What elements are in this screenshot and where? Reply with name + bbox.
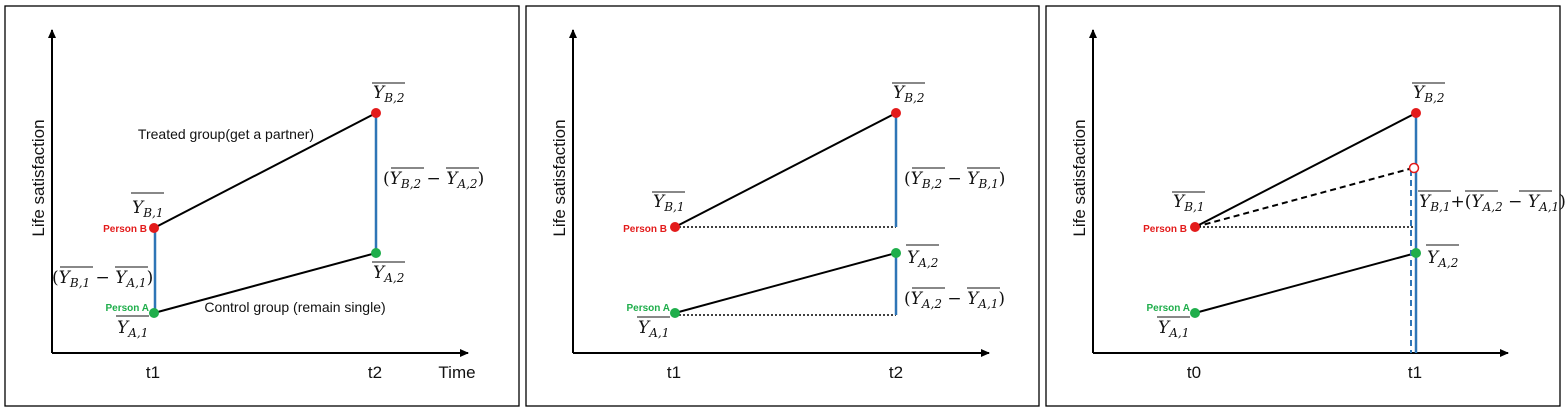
panel-frame [525, 5, 1040, 407]
person-b-t1-point [670, 222, 680, 232]
tick-left: t1 [146, 363, 160, 382]
svg-text:(YB,2 − YA,2): (YB,2 − YA,2) [383, 169, 484, 191]
person-a-label: Person A [105, 303, 149, 314]
formula-treated-change: (YB,2 − YB,1) [904, 167, 1005, 191]
symbol-yb2: YB,2 [1412, 82, 1445, 105]
formula-control-change: (YA,2 − YA,1) [904, 287, 1005, 311]
person-a-t1-point [670, 308, 680, 318]
person-b-t0-point [1190, 222, 1200, 232]
formula-counterfactual: YB,1+(YA,2 − YA,1) [1418, 190, 1566, 214]
treated-trend-line [1194, 112, 1417, 228]
tick-right: t1 [1408, 363, 1422, 382]
person-b-t2-point [371, 108, 381, 118]
symbol-ya1: YA,1 [116, 315, 149, 340]
control-trend-line [1194, 252, 1417, 314]
symbol-yb1: YB,1 [1172, 191, 1205, 214]
person-b-label: Person B [103, 224, 147, 235]
formula-post-difference: (YB,2 − YA,2) [383, 167, 484, 191]
svg-text:(YB,2 − YB,1): (YB,2 − YB,1) [904, 169, 1005, 191]
control-trend-line [674, 252, 897, 314]
person-a-label: Person A [626, 303, 670, 314]
counterfactual-point [1408, 162, 1420, 174]
person-a-label: Person A [1146, 303, 1190, 314]
symbol-ya2: YA,2 [906, 244, 939, 270]
x-axis-label: Time [438, 363, 475, 382]
person-a-t0-point [1190, 308, 1200, 318]
counterfactual-trend-line [1194, 167, 1414, 228]
svg-text:YB,2: YB,2 [373, 83, 405, 105]
svg-text:YB,1+(YA,2 − YA,1): YB,1+(YA,2 − YA,1) [1419, 192, 1566, 214]
control-group-label: Control group (remain single) [204, 299, 385, 315]
formula-pre-difference: (YB,1 − YA,1) [52, 266, 153, 290]
treated-trend-line [674, 112, 897, 228]
svg-text:YA,1: YA,1 [638, 318, 669, 340]
svg-text:YA,1: YA,1 [117, 318, 148, 340]
svg-text:YB,2: YB,2 [893, 83, 925, 105]
svg-text:YB,1: YB,1 [132, 198, 164, 220]
symbol-ya2: YA,2 [372, 261, 405, 285]
panel-frame [4, 5, 520, 407]
tick-left: t1 [667, 363, 681, 382]
panel-frame [1045, 5, 1561, 407]
person-b-t2-point [891, 108, 901, 118]
symbol-ya1: YA,1 [637, 316, 670, 340]
tick-right: t2 [889, 363, 903, 382]
svg-text:(YA,2 − YA,1): (YA,2 − YA,1) [904, 289, 1005, 311]
symbol-yb2: YB,2 [892, 82, 925, 105]
symbol-yb1: YB,1 [652, 191, 685, 214]
person-b-t1-point [149, 223, 159, 233]
tick-left: t0 [1187, 363, 1201, 382]
svg-text:YA,2: YA,2 [373, 263, 404, 285]
svg-text:YB,1: YB,1 [653, 192, 685, 214]
symbol-yb1: YB,1 [131, 192, 164, 220]
symbol-ya1: YA,1 [1157, 316, 1190, 340]
treated-group-label: Treated group(get a partner) [138, 126, 314, 142]
panel-3: Life satisfaction t0 t1 Person B Person … [1045, 5, 1566, 407]
treated-trend-line [153, 112, 377, 229]
person-b-label: Person B [623, 224, 667, 235]
person-a-t1-point [1411, 248, 1421, 258]
control-trend-line [153, 252, 377, 314]
svg-text:YA,2: YA,2 [1427, 248, 1458, 270]
svg-text:YB,1: YB,1 [1173, 192, 1205, 214]
person-a-t2-point [891, 248, 901, 258]
person-b-t1-point [1411, 108, 1421, 118]
svg-text:YB,2: YB,2 [1413, 83, 1445, 105]
panel-1: Life satisfaction t1 t2 Time Person B Pe… [4, 5, 520, 407]
symbol-ya2: YA,2 [1426, 244, 1459, 270]
svg-text:YA,1: YA,1 [1158, 318, 1189, 340]
panel-2: Life satisfaction t1 t2 Person B Person … [525, 5, 1040, 407]
y-axis-label: Life satisfaction [550, 119, 569, 236]
y-axis-label: Life satisfaction [29, 119, 48, 236]
symbol-yb2: YB,2 [372, 82, 405, 105]
svg-text:(YB,1 − YA,1): (YB,1 − YA,1) [52, 268, 153, 290]
person-b-label: Person B [1143, 224, 1187, 235]
svg-text:YA,2: YA,2 [907, 248, 938, 270]
y-axis-label: Life satisfaction [1070, 119, 1089, 236]
person-a-t2-point [371, 248, 381, 258]
person-a-t1-point [149, 308, 159, 318]
tick-right: t2 [368, 363, 382, 382]
